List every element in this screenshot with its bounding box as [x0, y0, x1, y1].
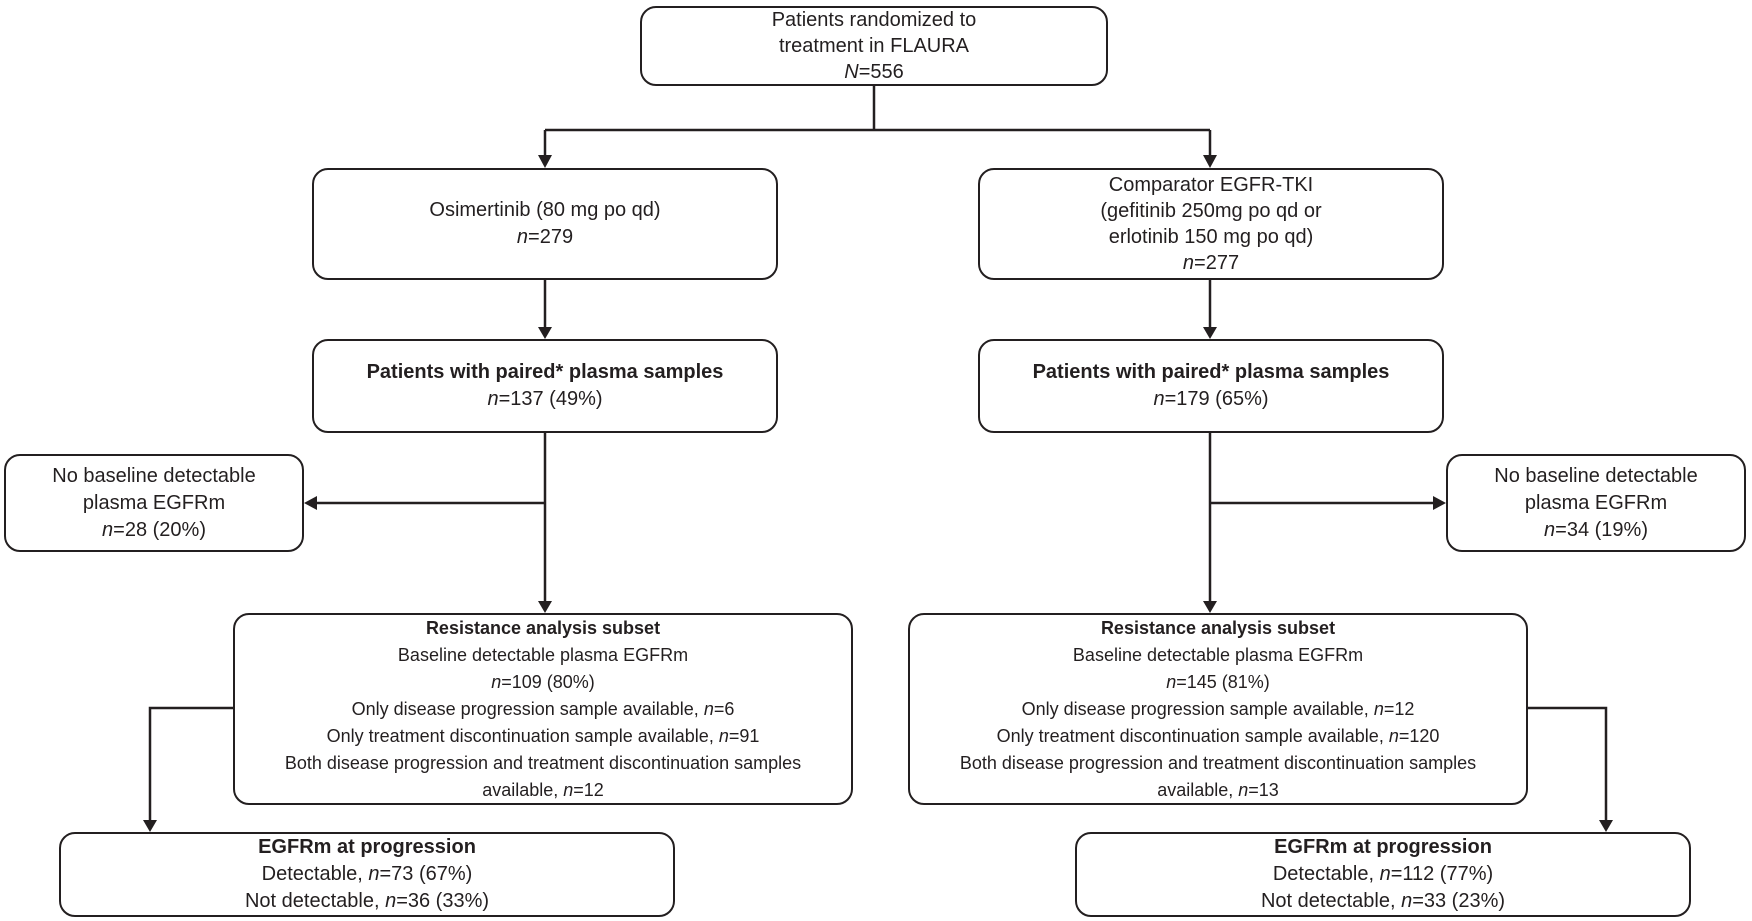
text-line: n=109 (80%) — [491, 671, 595, 692]
text-line: No baseline detectable — [52, 464, 256, 487]
text-line: No baseline detectable — [1494, 464, 1698, 487]
text-line: plasma EGFRm — [1524, 491, 1668, 514]
box-paired-osimertinib: Patients with paired* plasma samples n=13… — [312, 339, 778, 433]
connector-left-elbow — [148, 706, 233, 821]
text-line: Resistance analysis subset — [1100, 617, 1336, 638]
text-line: N=556 — [844, 61, 904, 83]
text-line: plasma EGFRm — [82, 491, 226, 514]
text-line: n=279 — [516, 226, 574, 248]
text-line: Baseline detectable plasma EGFRm — [1072, 644, 1364, 665]
text-line: available, n=13 — [1157, 779, 1279, 800]
arrowhead-right-exclusion — [1433, 496, 1446, 510]
text-line: Only disease progression sample availabl… — [1021, 698, 1415, 719]
arrowhead-right-resistance — [1203, 601, 1217, 613]
connector-right-elbow — [1526, 706, 1608, 821]
arrowhead-right-paired — [1203, 327, 1217, 339]
box-no-baseline-comparator: No baseline detectable plasma EGFRm n=34 (… — [1446, 454, 1746, 552]
text-line: erlotinib 150 mg po qd) — [1108, 226, 1314, 248]
text-line: n=145 (81%) — [1166, 671, 1270, 692]
text-line: n=137 (49%) — [487, 388, 603, 410]
text-line: available, n=12 — [482, 779, 604, 800]
text-line: Only disease progression sample availabl… — [351, 698, 735, 719]
text-line: Patients with paired* plasma samples — [1032, 361, 1390, 383]
text-line: n=179 (65%) — [1153, 388, 1269, 410]
text-line: Both disease progression and treatment d… — [284, 752, 802, 773]
box-osimertinib-arm: Osimertinib (80 mg po qd) n=279 — [312, 168, 778, 280]
text-line: n=34 (19%) — [1544, 518, 1648, 541]
text-line: Osimertinib (80 mg po qd) — [429, 199, 661, 221]
arrowhead-left-resistance — [538, 601, 552, 613]
text-line: Patients randomized to — [771, 9, 977, 31]
text-line: Resistance analysis subset — [425, 617, 661, 638]
text-line: Not detectable, n=33 (23%) — [1260, 890, 1506, 912]
text-line: Only treatment discontinuation sample av… — [326, 725, 760, 746]
box-no-baseline-osimertinib: No baseline detectable plasma EGFRm n=28 (… — [4, 454, 304, 552]
box-randomized: Patients randomized to treatment in FLAUR… — [640, 6, 1108, 86]
text-line: Detectable, n=73 (67%) — [261, 863, 473, 885]
arrowhead-left-paired — [538, 327, 552, 339]
text-line: n=28 (20%) — [102, 518, 206, 541]
text-line: Baseline detectable plasma EGFRm — [397, 644, 689, 665]
box-comparator-arm: Comparator EGFR-TKI (gefitinib 250mg po q… — [978, 168, 1444, 280]
arrowhead-right-progression — [1599, 820, 1613, 832]
arrowhead-left-exclusion — [304, 496, 317, 510]
text-line: Detectable, n=112 (77%) — [1272, 863, 1494, 885]
text-line: Comparator EGFR-TKI — [1108, 174, 1314, 196]
text-line: Not detectable, n=36 (33%) — [244, 890, 490, 912]
text-line: Patients with paired* plasma samples — [366, 361, 724, 383]
text-line: Both disease progression and treatment d… — [959, 752, 1477, 773]
arrowhead-right-arm — [1203, 155, 1217, 168]
text-line: (gefitinib 250mg po qd or — [1100, 200, 1322, 222]
text-line: treatment in FLAURA — [778, 35, 970, 57]
box-paired-comparator: Patients with paired* plasma samples n=17… — [978, 339, 1444, 433]
text-line: Only treatment discontinuation sample av… — [996, 725, 1440, 746]
text-line: n=277 — [1182, 252, 1240, 274]
arrowhead-left-progression — [143, 820, 157, 832]
text-line: EGFRm at progression — [258, 836, 476, 858]
arrowhead-left-arm — [538, 155, 552, 168]
text-line: EGFRm at progression — [1274, 836, 1492, 858]
